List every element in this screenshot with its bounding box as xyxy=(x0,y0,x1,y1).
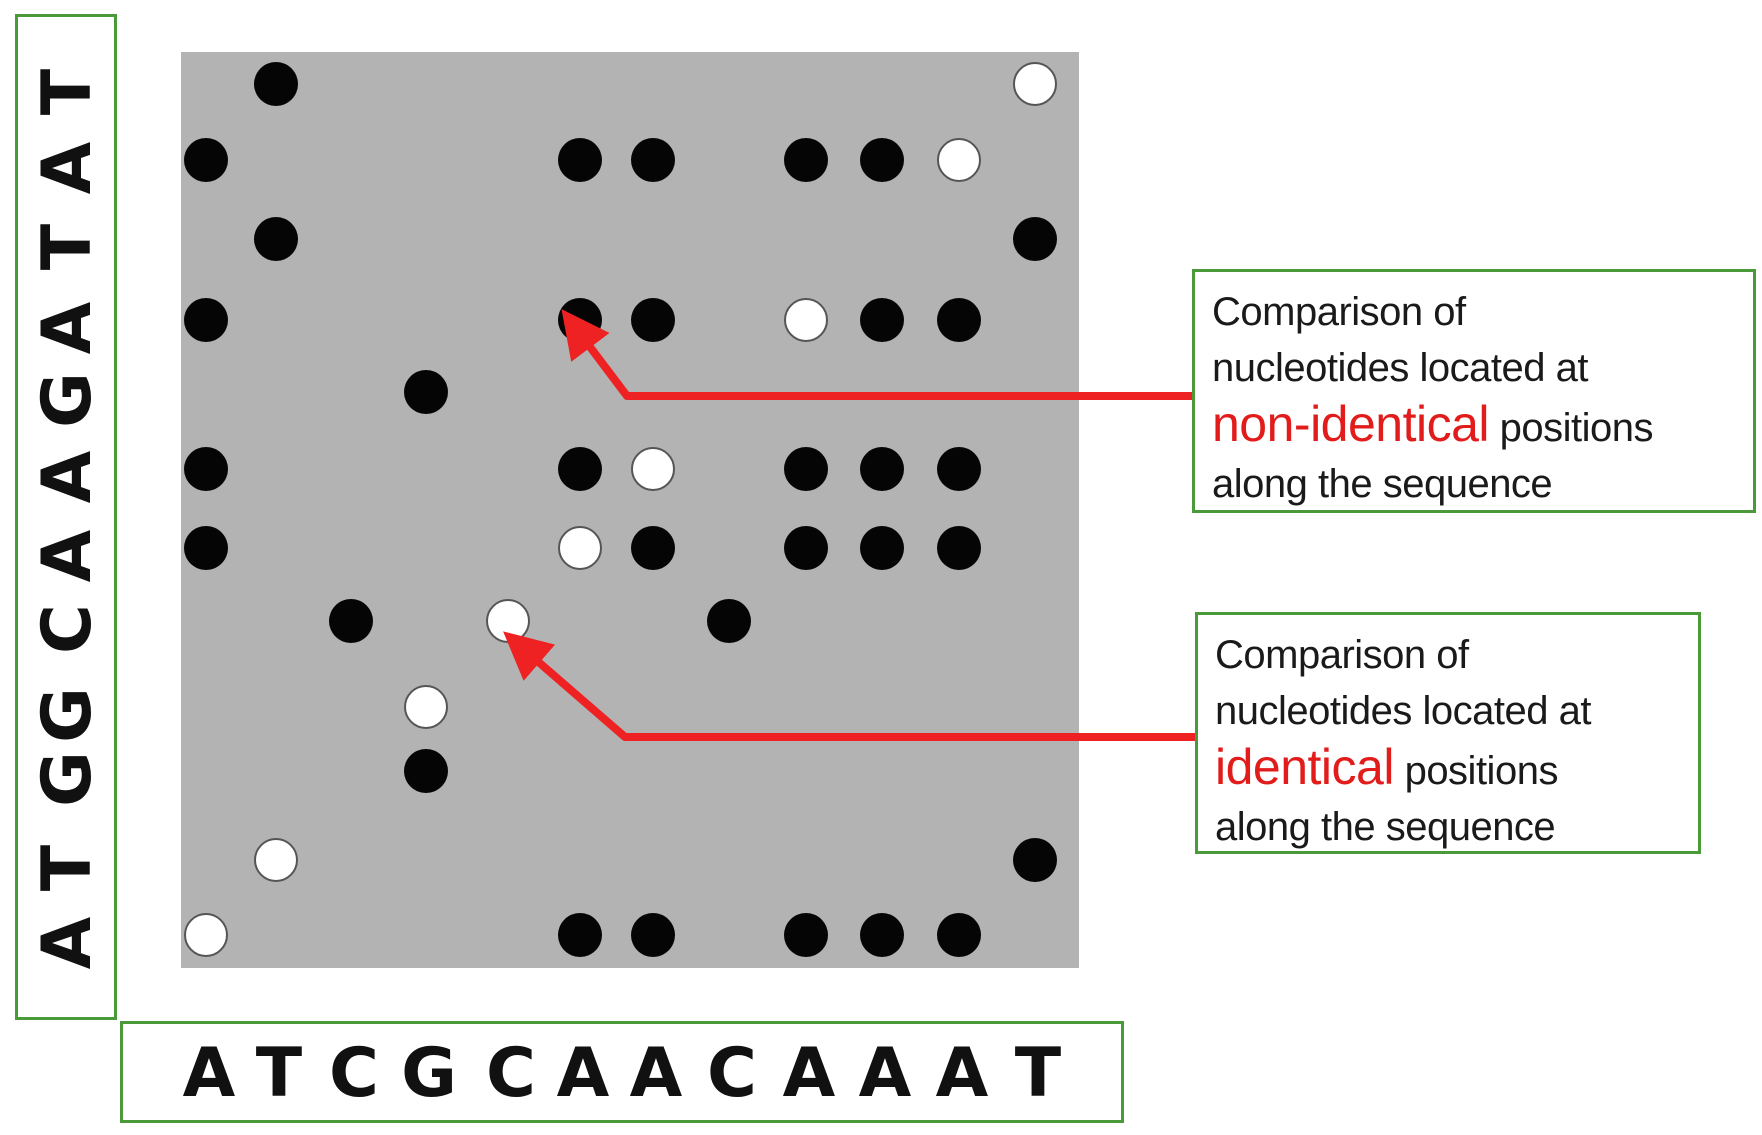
vertical-sequence-letter: A xyxy=(28,450,107,504)
mismatch-dot xyxy=(937,913,981,957)
dot-matrix xyxy=(181,52,1079,968)
horizontal-sequence-letter: A xyxy=(782,1034,836,1113)
horizontal-sequence-letter: C xyxy=(707,1034,757,1113)
horizontal-sequence-letter: T xyxy=(255,1034,303,1113)
callout-text: positions xyxy=(1393,749,1559,793)
vertical-sequence-letter: T xyxy=(28,844,107,892)
horizontal-sequence-letter: A xyxy=(935,1034,989,1113)
callout-line: Comparison of xyxy=(1215,633,1469,677)
vertical-sequence-letter: C xyxy=(28,604,107,654)
mismatch-dot xyxy=(784,913,828,957)
mismatch-dot xyxy=(558,298,602,342)
vertical-sequence-letter: A xyxy=(28,141,107,195)
mismatch-dot xyxy=(254,62,298,106)
mismatch-dot xyxy=(631,298,675,342)
mismatch-dot xyxy=(184,447,228,491)
vertical-sequence-letter: A xyxy=(28,916,107,970)
callout-text: positions xyxy=(1489,406,1654,450)
mismatch-dot xyxy=(184,526,228,570)
vertical-sequence-letter: T xyxy=(28,223,107,271)
horizontal-sequence-letter: A xyxy=(182,1034,236,1113)
identical-match-dot xyxy=(558,526,602,570)
highlight-text: non-identical xyxy=(1212,396,1490,452)
mismatch-dot xyxy=(254,217,298,261)
mismatch-dot xyxy=(558,447,602,491)
mismatch-dot xyxy=(1013,838,1057,882)
mismatch-dot xyxy=(631,913,675,957)
horizontal-sequence-letter: G xyxy=(401,1034,457,1113)
mismatch-dot xyxy=(860,526,904,570)
mismatch-dot xyxy=(860,298,904,342)
vertical-sequence-letter: T xyxy=(28,68,107,116)
identical-match-dot xyxy=(486,599,530,643)
horizontal-sequence-letter: A xyxy=(556,1034,610,1113)
mismatch-dot xyxy=(707,599,751,643)
horizontal-sequence-letter: A xyxy=(629,1034,683,1113)
mismatch-dot xyxy=(784,447,828,491)
mismatch-dot xyxy=(784,138,828,182)
vertical-sequence-letter: G xyxy=(28,751,107,807)
identical-match-dot xyxy=(404,685,448,729)
callout-nonidentical: Comparison of nucleotides located at non… xyxy=(1192,269,1756,513)
horizontal-sequence-letter: T xyxy=(1014,1034,1062,1113)
mismatch-dot xyxy=(558,913,602,957)
mismatch-dot xyxy=(937,447,981,491)
callout-line: Comparison of xyxy=(1212,290,1466,334)
identical-match-dot xyxy=(254,838,298,882)
mismatch-dot xyxy=(631,138,675,182)
vertical-sequence-letter: A xyxy=(28,301,107,355)
horizontal-sequence-letter: C xyxy=(486,1034,536,1113)
identical-match-dot xyxy=(937,138,981,182)
mismatch-dot xyxy=(631,526,675,570)
horizontal-sequence-letter: A xyxy=(858,1034,912,1113)
mismatch-dot xyxy=(937,526,981,570)
identical-match-dot xyxy=(1013,62,1057,106)
mismatch-dot xyxy=(1013,217,1057,261)
mismatch-dot xyxy=(937,298,981,342)
identical-match-dot xyxy=(184,913,228,957)
horizontal-sequence-letter: C xyxy=(329,1034,379,1113)
mismatch-dot xyxy=(404,749,448,793)
callout-line: non-identical positions xyxy=(1212,396,1739,456)
identical-match-dot xyxy=(631,447,675,491)
vertical-sequence-letter: A xyxy=(28,529,107,583)
mismatch-dot xyxy=(860,913,904,957)
mismatch-dot xyxy=(404,370,448,414)
mismatch-dot xyxy=(184,138,228,182)
callout-line: along the sequence xyxy=(1215,805,1556,849)
vertical-sequence-letter: G xyxy=(28,687,107,743)
callout-line: nucleotides located at xyxy=(1212,346,1588,390)
mismatch-dot xyxy=(558,138,602,182)
callout-identical: Comparison of nucleotides located at ide… xyxy=(1195,612,1701,854)
identical-match-dot xyxy=(784,298,828,342)
highlight-text: identical xyxy=(1215,739,1394,795)
mismatch-dot xyxy=(329,599,373,643)
vertical-sequence-letter: G xyxy=(28,372,107,428)
callout-line: nucleotides located at xyxy=(1215,689,1591,733)
mismatch-dot xyxy=(184,298,228,342)
callout-line: identical positions xyxy=(1215,739,1684,799)
mismatch-dot xyxy=(784,526,828,570)
mismatch-dot xyxy=(860,447,904,491)
callout-line: along the sequence xyxy=(1212,462,1553,506)
mismatch-dot xyxy=(860,138,904,182)
